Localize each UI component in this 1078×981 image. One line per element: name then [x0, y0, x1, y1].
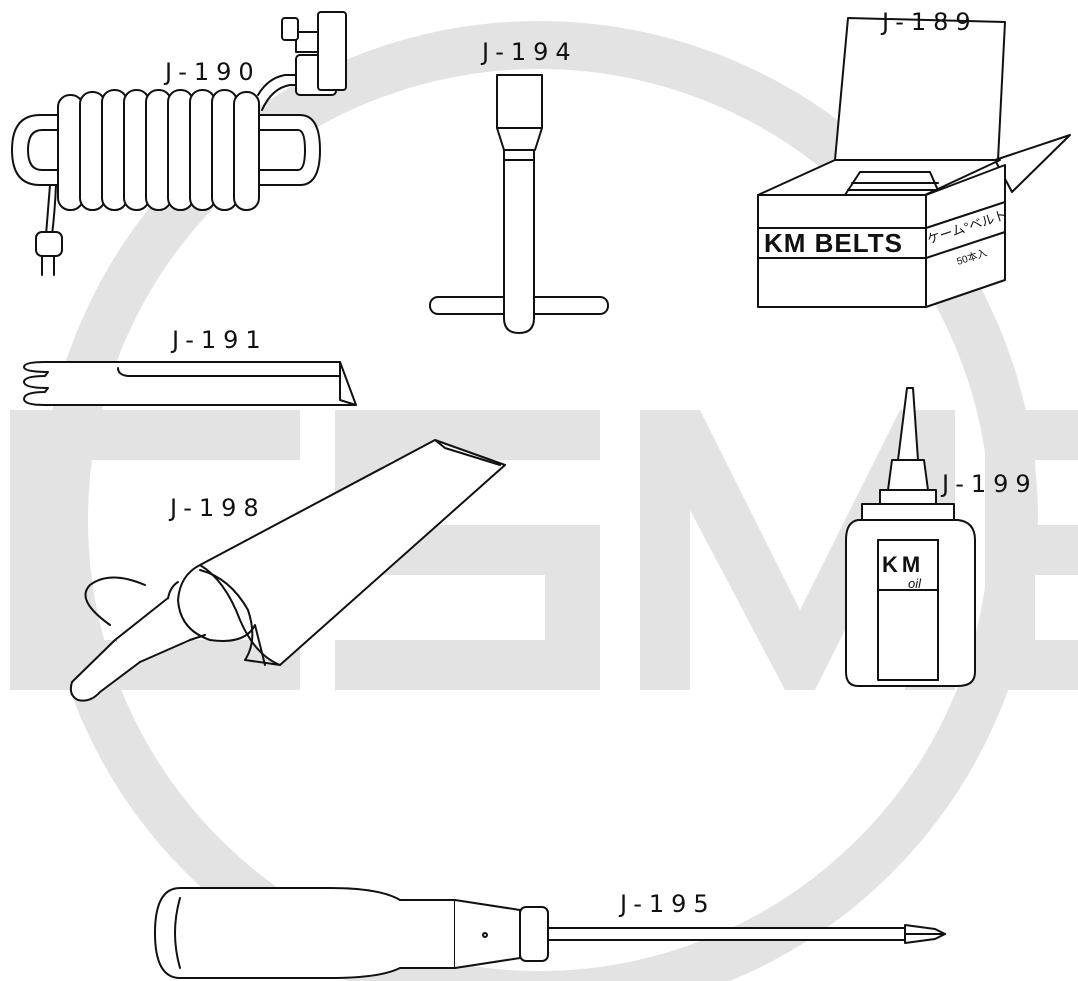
- oil-brand-text: KM: [882, 552, 924, 577]
- label-j189: J-189: [882, 8, 978, 36]
- label-j195: J-195: [620, 890, 716, 918]
- label-j191: J-191: [172, 326, 268, 354]
- phillips-screwdriver: [154, 887, 946, 979]
- heater-coil-tool: [11, 11, 347, 276]
- t-handle-wrench: [429, 74, 609, 334]
- label-j194: J-194: [482, 38, 578, 66]
- fork-blade-tool: [23, 361, 357, 406]
- label-j199: J-199: [942, 470, 1038, 498]
- km-belts-box: [757, 17, 1071, 308]
- oil-product-text: oil: [908, 576, 922, 591]
- box-brand-text: KM BELTS: [764, 228, 903, 258]
- km-oil-bottle: [845, 387, 976, 687]
- grease-tube: [69, 439, 506, 702]
- label-j198: J-198: [170, 494, 266, 522]
- label-j190: J-190: [165, 58, 261, 86]
